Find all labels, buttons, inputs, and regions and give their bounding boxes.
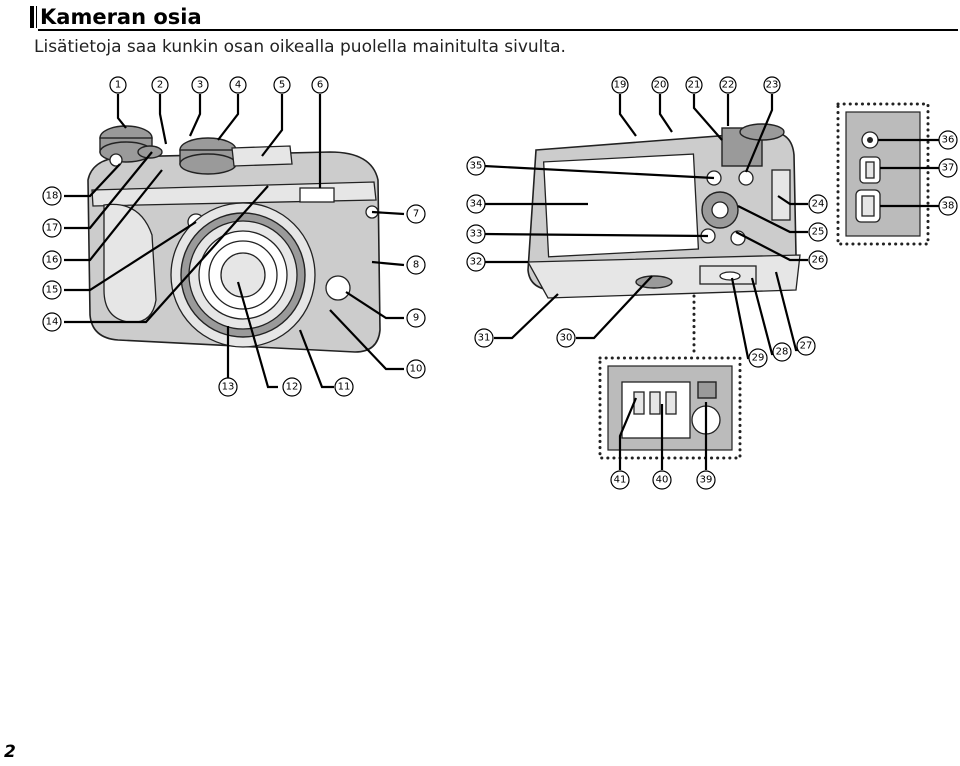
callout-32: 32 xyxy=(466,252,486,272)
leader-lines xyxy=(64,94,940,470)
battery-inset xyxy=(598,294,742,460)
svg-text:15: 15 xyxy=(46,285,59,296)
svg-text:36: 36 xyxy=(942,135,955,146)
callout-16: 16 xyxy=(42,250,62,270)
callout-11: 11 xyxy=(334,377,354,397)
svg-text:10: 10 xyxy=(410,364,423,375)
header-bar-thin xyxy=(36,6,37,28)
camera-parts-diagram: 1 2 3 4 5 6 7 8 9 10 11 12 13 14 15 16 1… xyxy=(42,76,958,490)
svg-text:13: 13 xyxy=(222,382,235,393)
callout-27: 27 xyxy=(796,336,816,356)
svg-text:18: 18 xyxy=(46,191,59,202)
callout-34: 34 xyxy=(466,194,486,214)
svg-text:3: 3 xyxy=(197,80,203,91)
svg-text:8: 8 xyxy=(413,260,419,271)
page-number: 2 xyxy=(4,742,16,762)
svg-text:29: 29 xyxy=(752,353,765,364)
svg-text:26: 26 xyxy=(812,255,825,266)
svg-text:12: 12 xyxy=(286,382,299,393)
svg-text:35: 35 xyxy=(470,161,483,172)
callout-41: 41 xyxy=(610,470,630,490)
callout-38: 38 xyxy=(938,196,958,216)
svg-text:16: 16 xyxy=(46,255,59,266)
callout-18: 18 xyxy=(42,186,62,206)
callout-29: 29 xyxy=(748,348,768,368)
callout-13: 13 xyxy=(218,377,238,397)
callout-3: 3 xyxy=(191,76,209,94)
svg-text:24: 24 xyxy=(812,199,825,210)
svg-text:14: 14 xyxy=(46,317,59,328)
callout-9: 9 xyxy=(406,308,426,328)
camera-back-view xyxy=(526,123,801,299)
svg-text:38: 38 xyxy=(942,201,955,212)
svg-text:41: 41 xyxy=(614,475,627,486)
callout-10: 10 xyxy=(406,359,426,379)
svg-text:33: 33 xyxy=(470,229,483,240)
callout-39: 39 xyxy=(696,470,716,490)
callout-22: 22 xyxy=(719,76,737,94)
callout-23: 23 xyxy=(763,76,781,94)
svg-text:27: 27 xyxy=(800,341,813,352)
connector-inset xyxy=(836,102,930,246)
svg-text:25: 25 xyxy=(812,227,825,238)
svg-text:7: 7 xyxy=(413,209,419,220)
svg-text:21: 21 xyxy=(688,80,701,91)
callout-37: 37 xyxy=(938,158,958,178)
callout-8: 8 xyxy=(406,255,426,275)
callout-4: 4 xyxy=(229,76,247,94)
callout-40: 40 xyxy=(652,470,672,490)
svg-text:37: 37 xyxy=(942,163,955,174)
header-bar xyxy=(30,6,34,28)
callout-24: 24 xyxy=(808,194,828,214)
callout-2: 2 xyxy=(151,76,169,94)
callout-30: 30 xyxy=(556,328,576,348)
callout-15: 15 xyxy=(42,280,62,300)
callout-35: 35 xyxy=(466,156,486,176)
callout-19: 19 xyxy=(611,76,629,94)
svg-text:1: 1 xyxy=(115,80,121,91)
callout-25: 25 xyxy=(808,222,828,242)
svg-text:20: 20 xyxy=(654,80,667,91)
page-header: Kameran osia xyxy=(30,4,958,31)
svg-text:28: 28 xyxy=(776,347,789,358)
callout-36: 36 xyxy=(938,130,958,150)
svg-text:11: 11 xyxy=(338,382,351,393)
svg-text:6: 6 xyxy=(317,80,323,91)
svg-text:19: 19 xyxy=(614,80,627,91)
callout-14: 14 xyxy=(42,312,62,332)
callout-28: 28 xyxy=(772,342,792,362)
svg-text:2: 2 xyxy=(157,80,163,91)
svg-text:17: 17 xyxy=(46,223,59,234)
callout-26: 26 xyxy=(808,250,828,270)
callout-7: 7 xyxy=(406,204,426,224)
callout-1: 1 xyxy=(109,76,127,94)
callout-33: 33 xyxy=(466,224,486,244)
callout-31: 31 xyxy=(474,328,494,348)
svg-text:23: 23 xyxy=(766,80,779,91)
page-subtitle: Lisätietoja saa kunkin osan oikealla puo… xyxy=(34,37,566,57)
callout-5: 5 xyxy=(273,76,291,94)
callout-6: 6 xyxy=(311,76,329,94)
svg-text:39: 39 xyxy=(700,475,713,486)
callout-20: 20 xyxy=(651,76,669,94)
svg-text:9: 9 xyxy=(413,313,419,324)
page-title: Kameran osia xyxy=(40,5,202,29)
svg-text:30: 30 xyxy=(560,333,573,344)
svg-text:22: 22 xyxy=(722,80,735,91)
callout-21: 21 xyxy=(685,76,703,94)
svg-text:34: 34 xyxy=(470,199,483,210)
svg-text:40: 40 xyxy=(656,475,669,486)
callout-12: 12 xyxy=(282,377,302,397)
header-rule xyxy=(38,29,958,31)
svg-text:32: 32 xyxy=(470,257,483,268)
svg-text:4: 4 xyxy=(235,80,241,91)
svg-text:5: 5 xyxy=(279,80,285,91)
svg-text:31: 31 xyxy=(478,333,491,344)
callout-17: 17 xyxy=(42,218,62,238)
